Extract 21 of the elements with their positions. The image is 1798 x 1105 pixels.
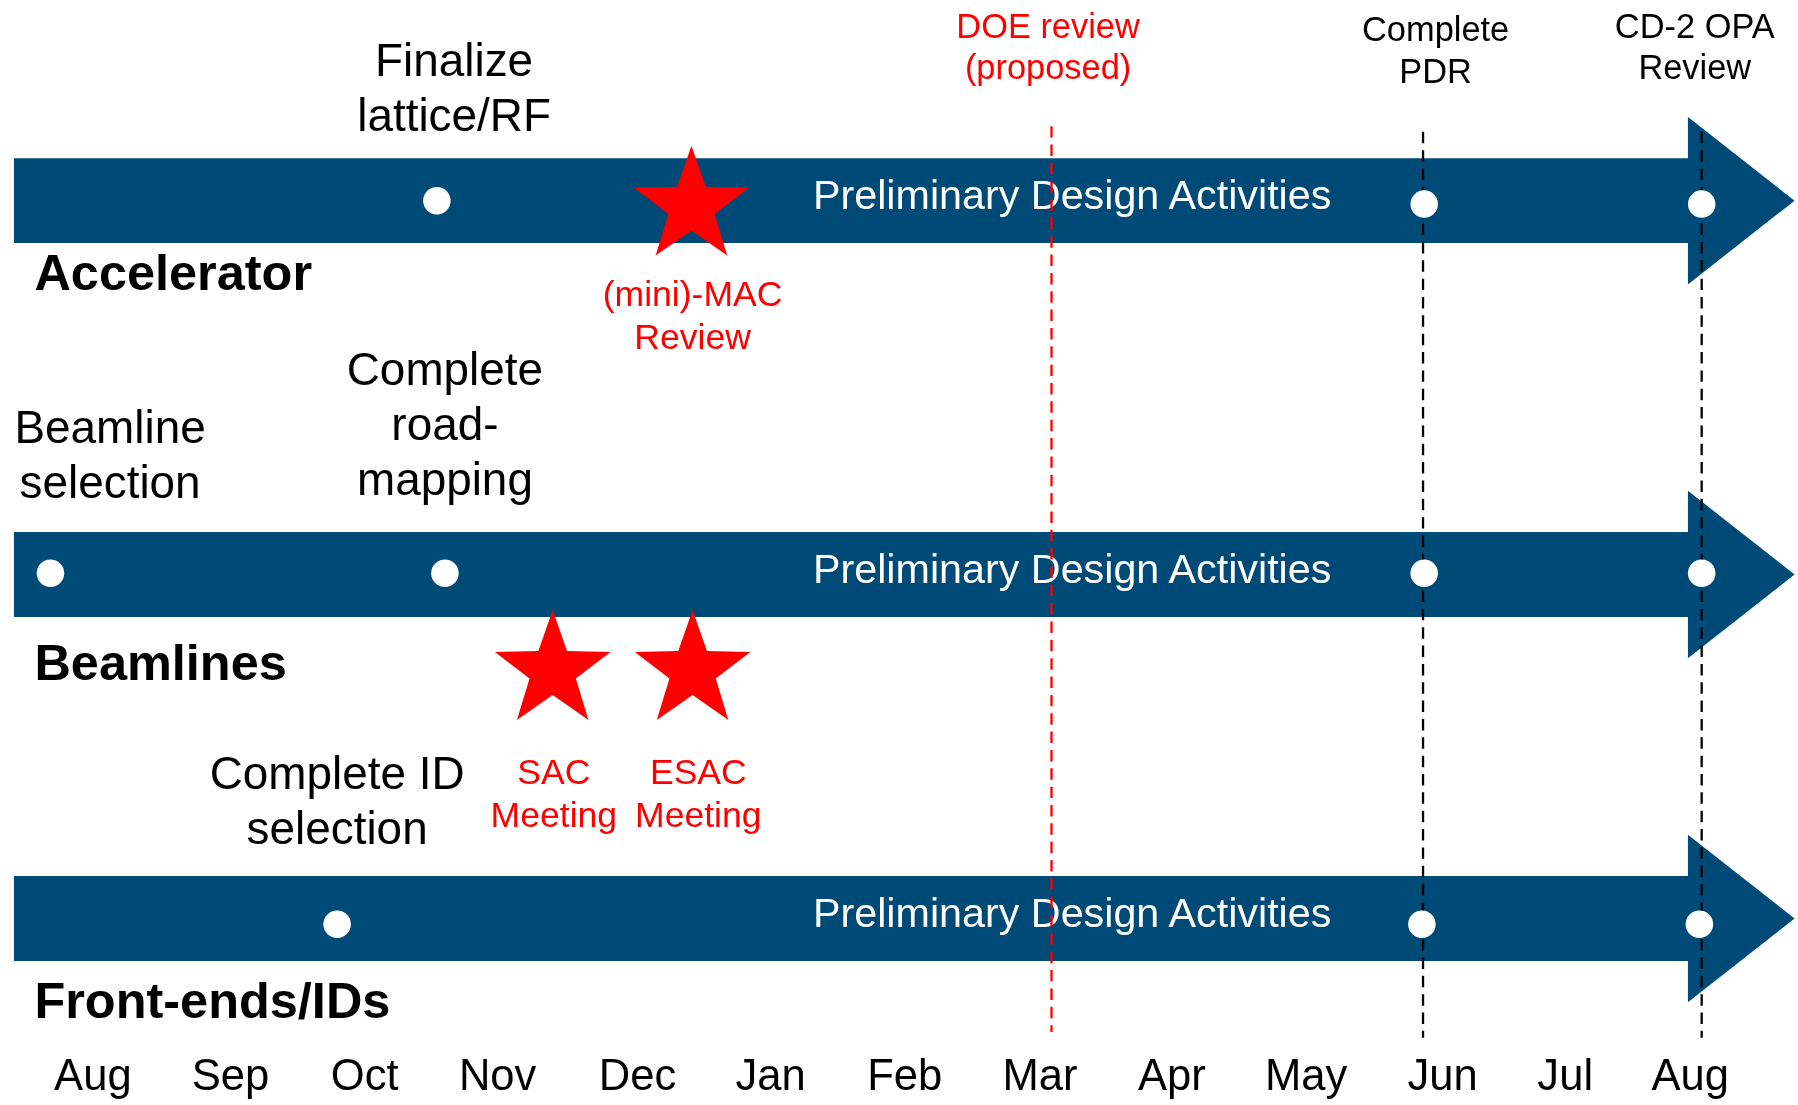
month-label: Dec: [597, 1050, 678, 1102]
month-label: Jan: [734, 1050, 807, 1102]
milestone-label: Finalize lattice/RF: [356, 33, 552, 142]
milestone-label: ESAC Meeting: [634, 751, 763, 837]
milestone-label: DOE review (proposed): [955, 5, 1141, 88]
milestone-label: SAC Meeting: [489, 751, 619, 837]
month-label: Feb: [866, 1050, 944, 1102]
month-label: Jun: [1406, 1050, 1479, 1102]
milestone-label: CD-2 OPA Review: [1613, 5, 1776, 88]
month-label: Oct: [329, 1050, 400, 1102]
month-label: Apr: [1137, 1050, 1207, 1102]
month-label: Jul: [1536, 1050, 1595, 1102]
month-label: Mar: [1001, 1050, 1079, 1102]
month-label: Nov: [457, 1050, 538, 1102]
row-title: Accelerator: [34, 243, 313, 303]
milestone-label: Complete PDR: [1361, 9, 1511, 92]
milestone-label: (mini)-MAC Review: [601, 273, 784, 359]
month-label: Aug: [1650, 1050, 1730, 1102]
month-label: Aug: [53, 1050, 133, 1102]
month-label: Sep: [190, 1050, 271, 1102]
month-label: May: [1263, 1050, 1349, 1102]
